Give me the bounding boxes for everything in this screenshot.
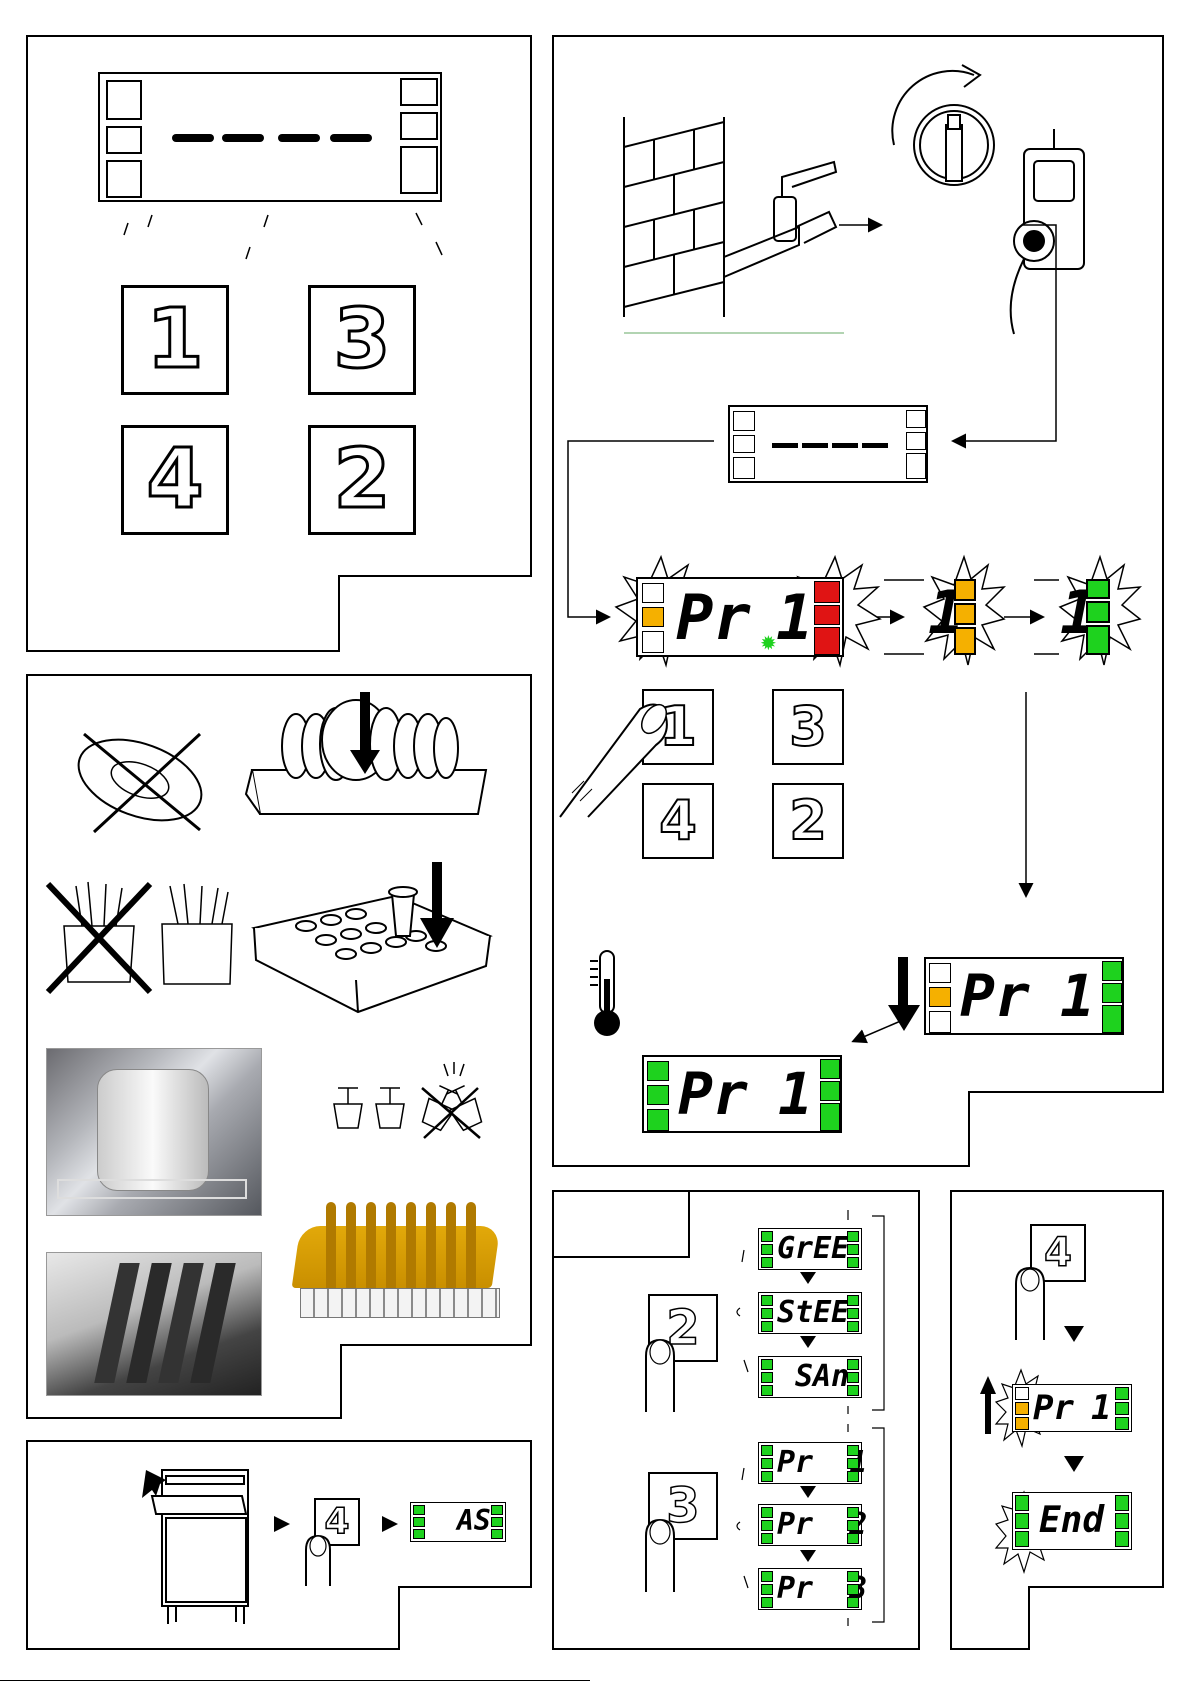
finger-press-icon xyxy=(560,697,690,817)
key-3[interactable]: 3 xyxy=(308,285,416,395)
photo-yellow-trays xyxy=(296,1196,502,1332)
display-program-start: Pr 1 ✹ xyxy=(636,577,844,657)
panel-loading xyxy=(26,674,532,1419)
photo-pot-in-basket xyxy=(46,1048,262,1216)
finger-press-icon xyxy=(638,1334,688,1414)
dishwasher-icon xyxy=(146,1454,256,1630)
down-arrow-icon xyxy=(884,957,924,1033)
display-program-1: Pr 1 xyxy=(758,1442,862,1484)
figure-tag xyxy=(968,1091,1164,1167)
display-text: Pr xyxy=(676,587,751,649)
panel-startup: Pr 1 ✹ 1 1 1 3 4 2 xyxy=(552,35,1164,1167)
key-2[interactable]: 2 xyxy=(772,783,844,859)
indicator-stack-green: 1 xyxy=(1074,579,1114,657)
display-standby xyxy=(728,405,928,483)
panel-end-cycle: 4 Pr 1 End xyxy=(950,1190,1164,1650)
up-arrow-icon xyxy=(980,1376,996,1434)
finger-press-icon xyxy=(298,1530,348,1590)
footer-rule xyxy=(0,1680,590,1681)
display-program-2: Pr 2 xyxy=(758,1504,862,1546)
figure-tag xyxy=(338,575,532,652)
key-1[interactable]: 1 xyxy=(121,285,229,395)
figure-tag xyxy=(340,1344,532,1419)
cutlery-basket-icon xyxy=(158,882,238,992)
display-mode-3: SAn xyxy=(758,1356,862,1398)
display-program-end-1: Pr 1 xyxy=(1012,1384,1132,1432)
display-program-ready: Pr 1 xyxy=(642,1055,842,1133)
play-arrow-icon xyxy=(272,1514,292,1534)
leader-lines xyxy=(28,37,534,654)
play-arrow-icon xyxy=(380,1514,400,1534)
finger-press-icon xyxy=(1010,1262,1060,1342)
thermometer-icon xyxy=(588,949,628,1039)
key-4[interactable]: 4 xyxy=(121,425,229,535)
figure-tag xyxy=(1028,1586,1164,1650)
down-triangle-icon xyxy=(1064,1456,1084,1472)
display-drain: AS xyxy=(410,1502,506,1542)
display-end: End xyxy=(1012,1492,1132,1550)
glass-rack-icon xyxy=(246,856,496,1016)
plate-rack-icon xyxy=(246,690,496,830)
finger-press-icon xyxy=(638,1514,688,1594)
panel-control-overview: 1 3 4 2 xyxy=(26,35,532,652)
down-triangle-icon xyxy=(1064,1326,1084,1342)
panel-selection: 2 3 GrEE StEE SAn Pr 1 Pr 2 Pr 3 xyxy=(552,1190,920,1650)
display-program-running: Pr 1 xyxy=(924,957,1124,1035)
figure-tag xyxy=(398,1586,532,1650)
display-mode-2: StEE xyxy=(758,1292,862,1334)
indicator-stack-orange: 1 xyxy=(942,579,980,657)
glass-orientation-icon xyxy=(324,1058,494,1148)
photo-trays-in-basket xyxy=(46,1252,262,1396)
panel-drain: 4 AS xyxy=(26,1440,532,1650)
sun-icon: ✹ xyxy=(760,631,777,655)
key-3[interactable]: 3 xyxy=(772,689,844,765)
no-plate-icon xyxy=(70,720,210,840)
display-program-3: Pr 3 xyxy=(758,1568,862,1610)
no-cutlery-basket-icon xyxy=(46,880,151,995)
display-digit: 1 xyxy=(776,587,813,649)
display-mode-1: GrEE xyxy=(758,1228,862,1270)
key-2[interactable]: 2 xyxy=(308,425,416,535)
